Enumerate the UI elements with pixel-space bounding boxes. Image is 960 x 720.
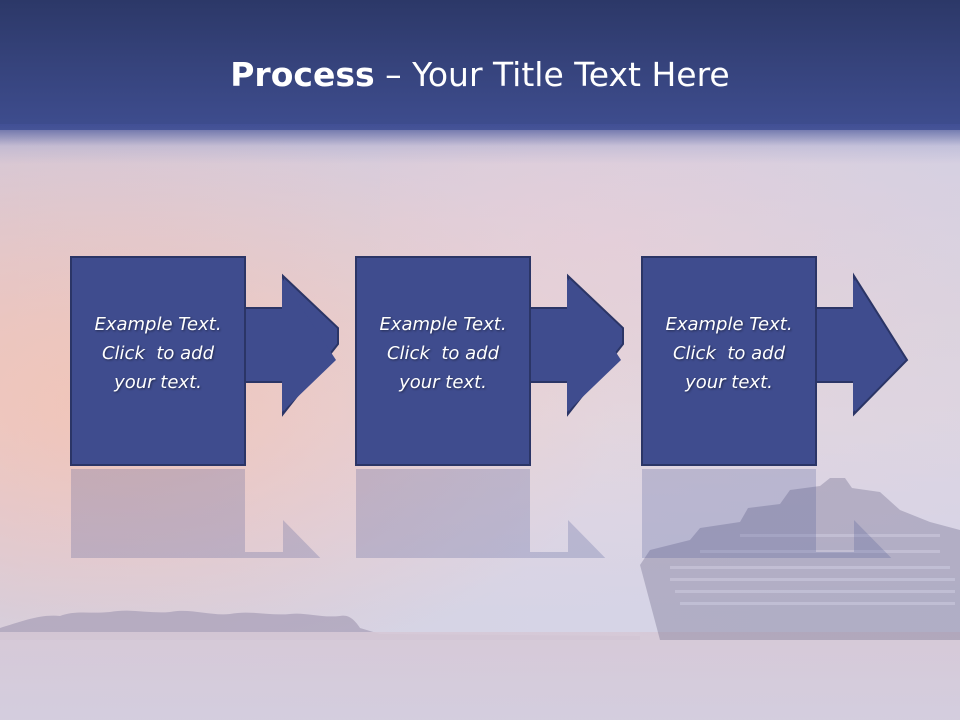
step-text-line-1: Example Text. <box>94 314 222 335</box>
step-text[interactable]: Example Text. Click to add your text. <box>645 310 813 397</box>
cruise-ship-silhouette <box>640 478 960 640</box>
step-text-line-3: your text. <box>114 372 202 393</box>
step-box-arrow <box>355 256 624 466</box>
step-text-line-3: your text. <box>685 372 773 393</box>
process-step-3[interactable]: Example Text. Click to add your text. <box>641 256 951 558</box>
process-step-2[interactable]: Example Text. Click to add your text. <box>355 256 695 558</box>
step-text-line-1: Example Text. <box>665 314 793 335</box>
slide-title-rest: – Your Title Text Here <box>374 55 730 94</box>
process-step-1[interactable]: Example Text. Click to add your text. <box>70 256 410 558</box>
step-box-arrow <box>641 256 909 466</box>
step-box-arrow <box>70 256 339 466</box>
sea <box>0 632 960 720</box>
step-text-line-2: Click to add <box>386 343 499 364</box>
step-text[interactable]: Example Text. Click to add your text. <box>74 310 242 397</box>
step-reflection <box>355 468 695 558</box>
step-text-line-2: Click to add <box>101 343 214 364</box>
step-reflection <box>641 468 951 558</box>
title-banner-fade <box>0 124 960 164</box>
slide-title-bold: Process <box>230 55 375 94</box>
step-reflection <box>70 468 410 558</box>
step-text-line-1: Example Text. <box>379 314 507 335</box>
step-text-line-3: your text. <box>399 372 487 393</box>
title-banner <box>0 0 960 130</box>
step-text-line-2: Click to add <box>672 343 785 364</box>
slide-title[interactable]: Process – Your Title Text Here <box>0 52 960 98</box>
step-text[interactable]: Example Text. Click to add your text. <box>359 310 527 397</box>
